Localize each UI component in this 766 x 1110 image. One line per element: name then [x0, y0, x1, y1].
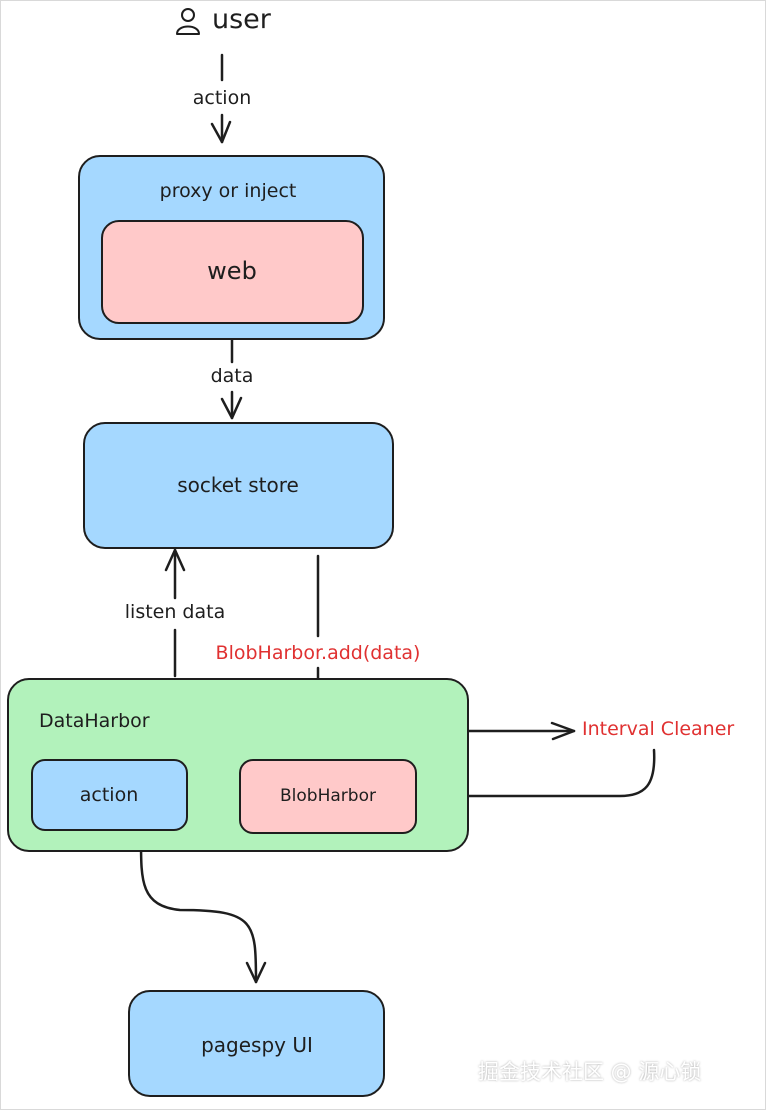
- blob-harbor-box: [239, 759, 417, 834]
- edge-label-action: action: [190, 87, 254, 109]
- arrow-cleaner-to-blob: [422, 748, 656, 798]
- proxy-label: proxy or inject: [159, 180, 297, 202]
- action-label: action: [79, 784, 139, 806]
- web-box: [101, 220, 364, 324]
- blob-harbor-label: BlobHarbor: [280, 786, 376, 806]
- pagespy-ui-label: pagespy UI: [201, 1033, 313, 1057]
- socket-store-label: socket store: [177, 473, 299, 497]
- arrowhead-user-to-proxy: [210, 120, 232, 144]
- watermark: 掘金技术社区 @ 源心锁: [478, 1060, 702, 1084]
- edge-label-blob-add: BlobHarbor.add(data): [213, 642, 423, 664]
- edge-label-data: data: [208, 365, 256, 387]
- interval-cleaner-label: Interval Cleaner: [582, 718, 735, 740]
- arrowhead-web-to-socket: [220, 396, 243, 420]
- action-box: [31, 759, 188, 831]
- arrow-action-to-pagespy: [139, 834, 258, 984]
- arrowhead-action-to-pagespy: [245, 961, 267, 984]
- data-harbor-label: DataHarbor: [39, 710, 150, 732]
- user-icon: [176, 8, 200, 35]
- user-label: user: [212, 4, 271, 35]
- socket-store-box: [83, 422, 394, 549]
- web-label: web: [207, 257, 257, 285]
- arrowhead-listen-data: [164, 548, 186, 572]
- edge-label-listen-data: listen data: [122, 601, 228, 623]
- arrowhead-to-interval-cleaner: [550, 721, 576, 741]
- pagespy-ui-box: [128, 990, 385, 1097]
